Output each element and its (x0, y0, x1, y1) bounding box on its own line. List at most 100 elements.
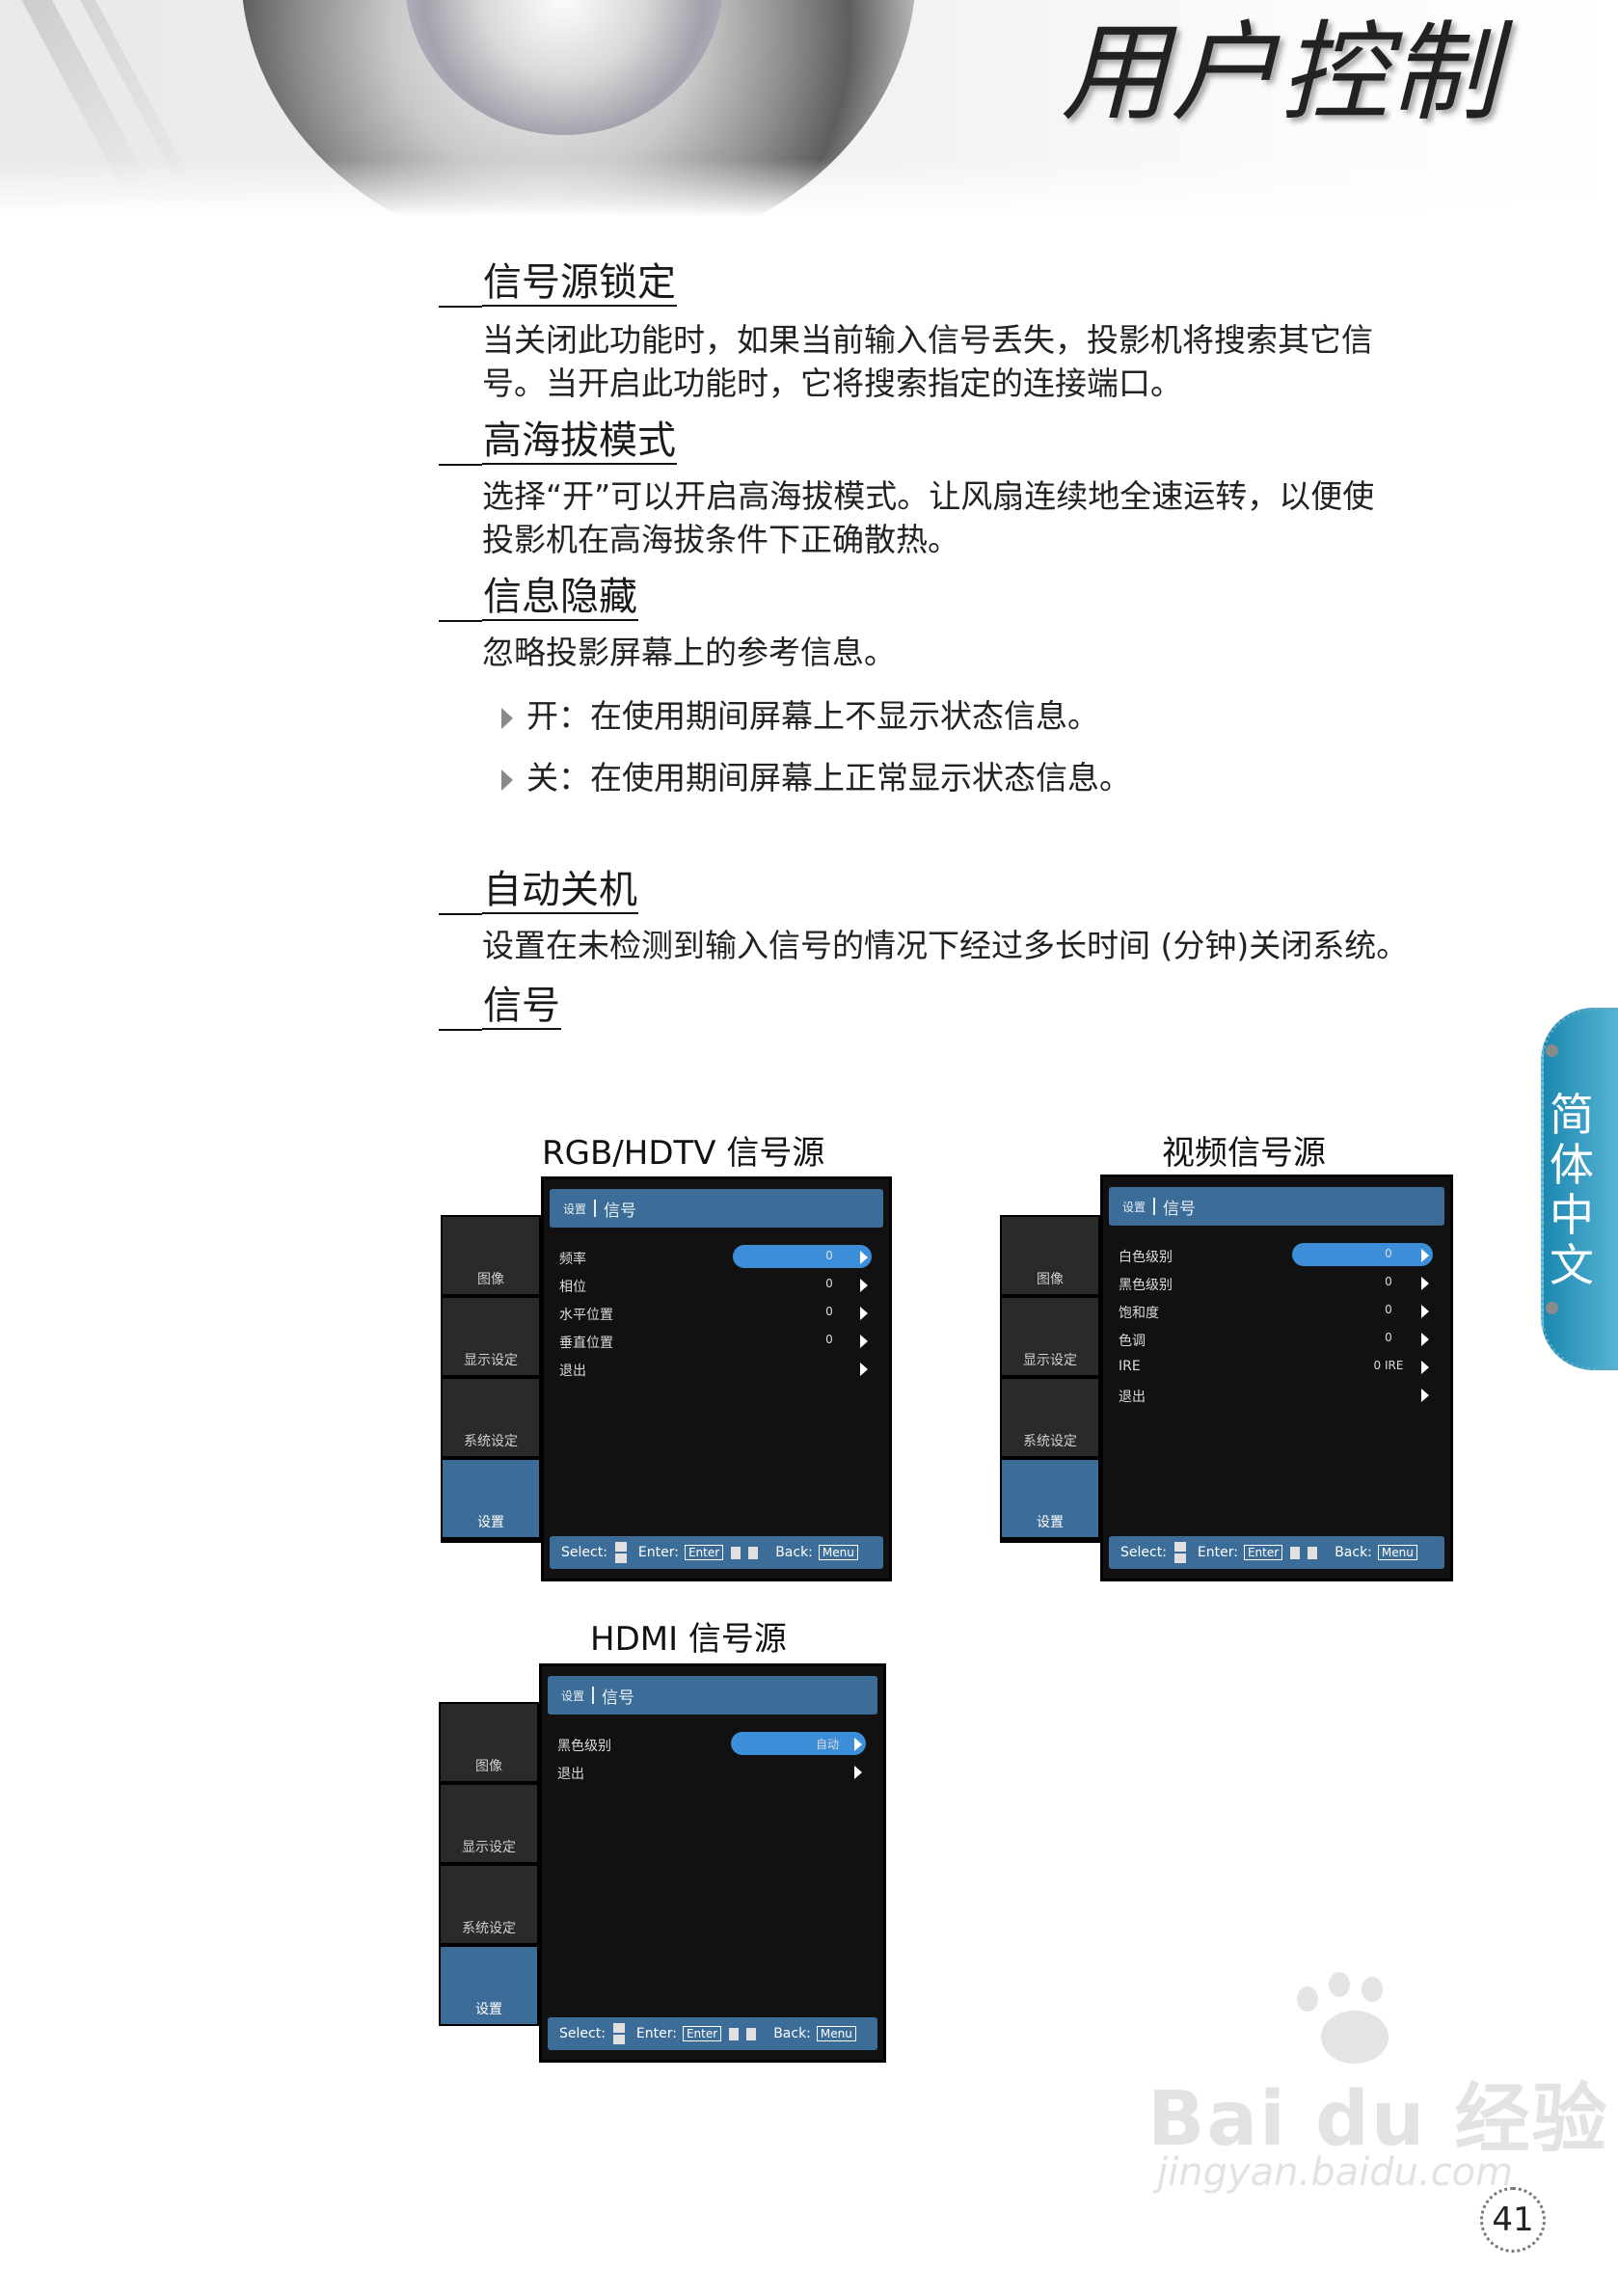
osd-header-current: 信号 (1163, 1199, 1197, 1219)
page-number: 41 (1480, 2187, 1546, 2253)
enter-key: Enter (682, 2026, 722, 2041)
osd-menu-row[interactable]: 退出 (557, 1760, 866, 1784)
osd-tab-selected[interactable]: 设置 (443, 1460, 539, 1537)
osd-tab[interactable]: 显示设定 (443, 1298, 539, 1375)
watermark-paw-icon (1321, 2011, 1389, 2064)
osd-tab[interactable]: 显示设定 (1002, 1298, 1098, 1375)
right-arrow-icon (1421, 1305, 1429, 1318)
osd-menu-row[interactable]: 黑色级别 自动 (557, 1732, 866, 1756)
osd-tab[interactable]: 系统设定 (441, 1866, 537, 1943)
osd-row-label: 退出 (557, 1767, 584, 1782)
right-arrow-icon (1421, 1333, 1429, 1346)
footer-enter-label: Enter: (637, 1545, 679, 1560)
right-arrow-icon (1421, 1361, 1429, 1374)
osd-row-label: 白色级别 (1119, 1250, 1173, 1265)
osd-caption: HDMI 信号源 (590, 1620, 787, 1659)
osd-main-panel: 设置 信号 黑色级别 自动 退出 Select: Enter: Enter Bac… (539, 1663, 886, 2063)
osd-footer: Select: Enter: Enter Back: Menu (1109, 1536, 1444, 1569)
osd-header-current: 信号 (604, 1201, 637, 1221)
up-down-icon (614, 1542, 627, 1563)
osd-menu-row[interactable]: 退出 (1119, 1383, 1433, 1407)
watermark-paw-icon (1297, 1986, 1318, 2012)
osd-menu-row[interactable]: 退出 (559, 1357, 872, 1381)
osd-tab[interactable]: 系统设定 (443, 1379, 539, 1456)
section-text: 设置在未检测到输入信号的情况下经过多长时间 (分钟)关闭系统。 (482, 924, 1408, 967)
osd-selection-highlight (731, 1732, 866, 1755)
osd-header-divider (1153, 1198, 1156, 1215)
menu-key: Menu (1377, 1545, 1417, 1560)
menu-key: Menu (816, 2026, 856, 2041)
text-line: 忽略投影屏幕上的参考信息。 (482, 634, 896, 671)
osd-row-value: 0 (1385, 1275, 1392, 1288)
osd-header-divider (592, 1687, 595, 1704)
osd-tab[interactable]: 图像 (441, 1704, 537, 1781)
bullet-arrow-icon (501, 708, 513, 729)
page-header (0, 0, 1618, 217)
osd-caption: 视频信号源 (1162, 1134, 1326, 1173)
footer-select-label: Select: (561, 1545, 607, 1560)
osd-tab[interactable]: 系统设定 (1002, 1379, 1098, 1456)
footer-enter-label: Enter: (635, 2026, 677, 2041)
osd-tab-selected[interactable]: 设置 (441, 1947, 537, 2024)
text-line: 设置在未检测到输入信号的情况下经过多长时间 (分钟)关闭系统。 (482, 927, 1409, 964)
right-arrow-icon (1421, 1249, 1429, 1262)
osd-menu-row[interactable]: 黑色级别 0 (1119, 1271, 1433, 1295)
right-arrow-icon (1421, 1389, 1429, 1402)
enter-key: Enter (1243, 1545, 1283, 1560)
osd-row-value: 0 (1385, 1303, 1392, 1316)
osd-header-parent: 设置 (563, 1202, 587, 1216)
osd-header: 设置 信号 (548, 1676, 877, 1715)
left-arrow-icon (731, 1546, 742, 1559)
osd-row-label: 退出 (1119, 1390, 1146, 1405)
right-arrow-icon (860, 1363, 868, 1376)
osd-header-parent: 设置 (561, 1688, 585, 1703)
right-arrow-icon (1421, 1277, 1429, 1290)
section-heading: 信息隐藏 (439, 573, 638, 622)
osd-tab[interactable]: 显示设定 (441, 1785, 537, 1862)
osd-row-label: 黑色级别 (557, 1739, 611, 1754)
up-down-icon (612, 2023, 625, 2044)
osd-tab[interactable]: 图像 (443, 1217, 539, 1294)
bullet-item: 关：在使用期间屏幕上正常显示状态信息。 (501, 756, 1131, 799)
osd-tab-column: 图像 显示设定 系统设定 设置 (1000, 1215, 1100, 1543)
osd-tab-selected[interactable]: 设置 (1002, 1460, 1098, 1537)
osd-menu-row[interactable]: 白色级别 0 (1119, 1243, 1433, 1267)
osd-footer: Select: Enter: Enter Back: Menu (548, 2017, 877, 2050)
osd-header-current: 信号 (602, 1688, 635, 1708)
right-arrow-icon (746, 2027, 757, 2040)
watermark-url: jingyan.baidu.com (1157, 2150, 1514, 2195)
osd-row-value: 0 (1385, 1247, 1392, 1260)
osd-row-label: 色调 (1119, 1334, 1146, 1349)
right-arrow-icon (854, 1766, 862, 1779)
osd-tab[interactable]: 图像 (1002, 1217, 1098, 1294)
section-text: 选择“开”可以开启高海拔模式。让风扇连续地全速运转，以便使 投影机在高海拔条件下… (482, 474, 1374, 561)
osd-menu-row[interactable]: 色调 0 (1119, 1327, 1433, 1351)
watermark-paw-icon (1362, 1977, 1383, 2002)
osd-header-parent: 设置 (1122, 1200, 1146, 1214)
right-arrow-icon (860, 1279, 868, 1292)
menu-key: Menu (818, 1545, 858, 1560)
footer-back-label: Back: (775, 1545, 813, 1560)
osd-row-value: 自动 (815, 1738, 839, 1751)
osd-row-value: 0 (1385, 1331, 1392, 1344)
header-fade (0, 159, 1618, 217)
osd-row-value: 0 (825, 1277, 833, 1290)
right-arrow-icon (860, 1307, 868, 1320)
bullet-item: 开：在使用期间屏幕上不显示状态信息。 (501, 694, 1099, 738)
osd-row-value: 0 (825, 1249, 833, 1262)
right-arrow-icon (854, 1738, 862, 1751)
watermark-brand: Bai du 经验 (1147, 2076, 1609, 2163)
right-arrow-icon (860, 1335, 868, 1348)
osd-row-label: 黑色级别 (1119, 1278, 1173, 1293)
text-line: 投影机在高海拔条件下正确散热。 (482, 521, 959, 558)
